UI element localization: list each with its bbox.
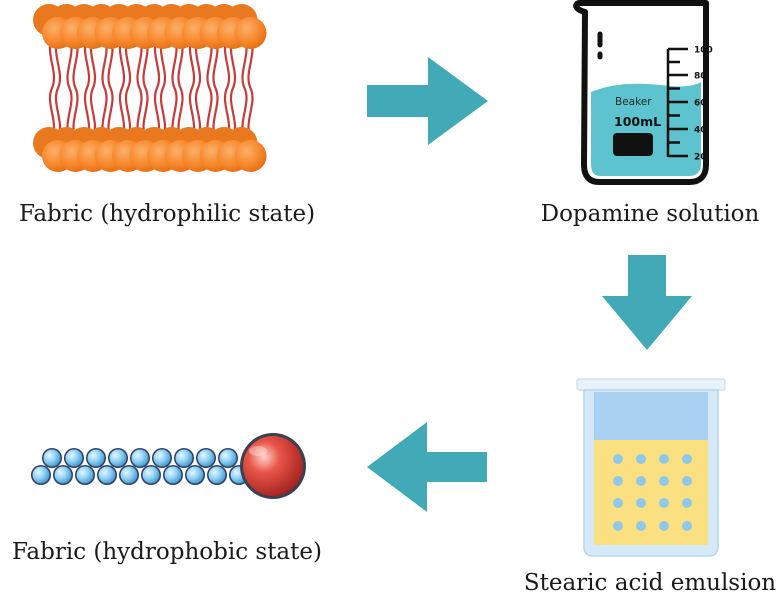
lipid-head: [234, 17, 267, 49]
emulsion-droplet: [613, 498, 623, 508]
chain-bead: [120, 466, 138, 484]
lipid-tail: [241, 34, 248, 142]
lipid-tail: [72, 34, 79, 142]
beaker-label-patch: [613, 133, 653, 156]
chain-bead: [87, 449, 105, 467]
lipid-tail: [247, 34, 254, 142]
beaker-icon: Beaker 100mL 100 80 60 40 20: [573, 0, 713, 185]
hydrophobic-fabric-molecule-icon: [31, 433, 306, 499]
emulsion-droplet: [659, 454, 669, 464]
lipid-tail: [83, 34, 91, 142]
arrow-left-icon: [367, 422, 487, 512]
emulsion-droplet: [636, 476, 646, 486]
lipid-heads: [33, 4, 267, 172]
scale-label: 20: [694, 153, 707, 163]
chain-bead: [32, 466, 50, 484]
molecule-chain-beads: [31, 448, 249, 485]
chain-bead: [175, 449, 193, 467]
lipid-tail: [153, 34, 161, 142]
lipid-tail: [54, 34, 62, 142]
emulsion-droplet: [613, 454, 623, 464]
lipid-tail: [118, 34, 126, 142]
chain-bead: [142, 466, 160, 484]
emulsion-droplet: [613, 521, 623, 531]
emulsion-droplet: [659, 521, 669, 531]
emulsion-droplet: [682, 454, 692, 464]
lipid-tail: [223, 34, 231, 142]
arrow-down-icon: [602, 255, 692, 350]
emulsion-droplet: [636, 498, 646, 508]
chain-bead: [109, 449, 127, 467]
lipid-tails: [48, 34, 254, 142]
lipid-tail: [212, 34, 219, 142]
lipid-tail: [107, 34, 114, 142]
emulsion-droplet: [659, 476, 669, 486]
lipid-tail: [101, 34, 108, 142]
emulsion-droplet: [682, 498, 692, 508]
emulsion-droplet: [613, 476, 623, 486]
lipid-tail: [48, 34, 56, 142]
lipid-tail: [89, 34, 97, 142]
chain-bead: [197, 449, 215, 467]
emulsion-droplet: [659, 498, 669, 508]
chain-bead: [98, 466, 116, 484]
lipid-tail: [159, 34, 167, 142]
chain-bead: [186, 466, 204, 484]
scale-label: 80: [694, 72, 707, 82]
emulsion-droplet: [682, 476, 692, 486]
scale-label: 60: [694, 99, 707, 109]
chain-bead: [43, 449, 61, 467]
beaker-scale: 100 80 60 40 20: [666, 46, 713, 163]
chain-bead: [219, 449, 237, 467]
chain-bead: [54, 466, 72, 484]
lipid-tail: [142, 34, 149, 142]
hydrophilic-fabric-bilayer-icon: [33, 4, 267, 172]
lipid-tail: [66, 34, 73, 142]
lipid-tail: [206, 34, 213, 142]
lipid-tail: [188, 34, 196, 142]
chain-bead: [164, 466, 182, 484]
lipid-tail: [194, 34, 202, 142]
stearic-acid-emulsion-liquid: [594, 440, 708, 545]
arrow-right-icon: [367, 57, 488, 145]
scale-label: 40: [694, 126, 707, 136]
beaker-name: Beaker: [615, 96, 652, 108]
scale-label: 100: [694, 46, 713, 56]
chain-bead: [208, 466, 226, 484]
hydrophobic-fabric-label: Fabric (hydrophobic state): [12, 539, 322, 565]
emulsion-container-icon: [576, 378, 726, 557]
lipid-tail: [177, 34, 184, 142]
chain-bead: [153, 449, 171, 467]
dopamine-solution-label: Dopamine solution: [541, 201, 760, 227]
chain-bead: [131, 449, 149, 467]
emulsion-droplet: [636, 454, 646, 464]
lipid-tail: [171, 34, 178, 142]
hydrophilic-fabric-label: Fabric (hydrophilic state): [19, 201, 315, 227]
lipid-tail: [229, 34, 237, 142]
molecule-head-sphere: [243, 436, 303, 496]
chain-bead: [65, 449, 83, 467]
beaker-volume: 100mL: [614, 114, 661, 129]
emulsion-droplet: [682, 521, 692, 531]
emulsion-droplet: [636, 521, 646, 531]
lipid-tail: [136, 34, 143, 142]
stearic-acid-emulsion-label: Stearic acid emulsion: [524, 570, 776, 595]
lipid-tail: [124, 34, 132, 142]
chain-bead: [76, 466, 94, 484]
lipid-head: [234, 140, 267, 172]
emulsion-droplets: [613, 454, 692, 531]
